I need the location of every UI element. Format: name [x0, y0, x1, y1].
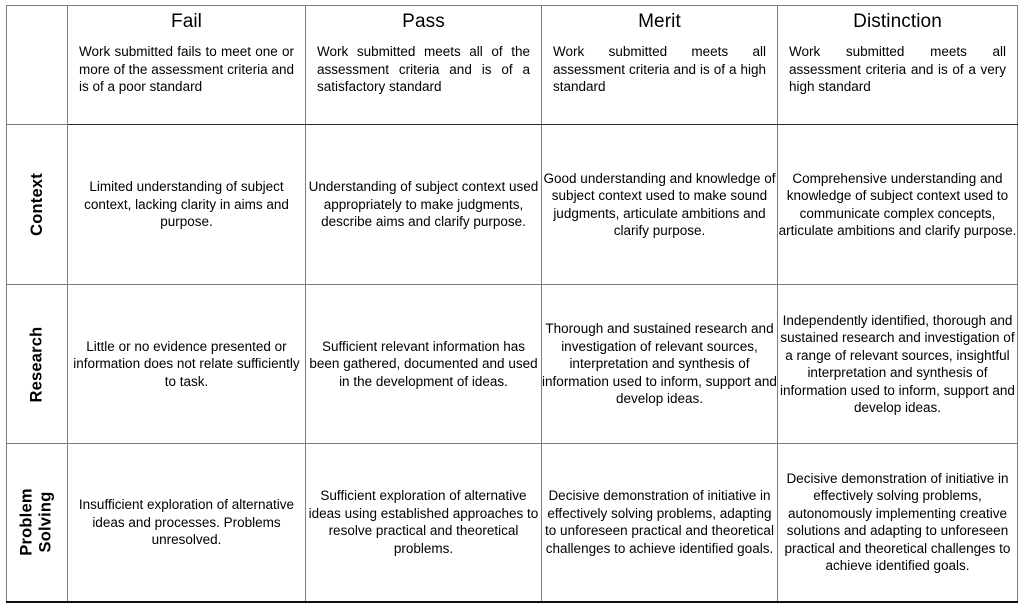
- cell-context-merit: Good understanding and knowledge of subj…: [541, 124, 778, 285]
- grade-title-fail: Fail: [170, 11, 202, 32]
- rubric-header-row: Fail Work submitted fails to meet one or…: [6, 5, 1018, 125]
- cell-text: Sufficient exploration of alternative id…: [308, 488, 539, 556]
- criterion-label-research: Research: [6, 284, 68, 444]
- grade-description-fail: Work submitted fails to meet one or more…: [79, 44, 294, 94]
- criterion-label-text: Research: [27, 326, 46, 402]
- cell-research-fail: Little or no evidence presented or infor…: [67, 284, 306, 444]
- grade-column-merit: Merit Work submitted meets all assessmen…: [541, 5, 778, 125]
- cell-text: Thorough and sustained research and inve…: [542, 321, 777, 407]
- cell-text: Limited understanding of subject context…: [84, 179, 289, 230]
- grade-column-pass: Pass Work submitted meets all of the ass…: [305, 5, 542, 125]
- cell-research-distinction: Independently identified, thorough and s…: [777, 284, 1018, 444]
- grade-column-fail: Fail Work submitted fails to meet one or…: [67, 5, 306, 125]
- criterion-label-problem-solving: Problem Solving: [6, 443, 68, 603]
- grade-description-merit: Work submitted meets all assessment crit…: [553, 44, 766, 94]
- grade-description-distinction: Work submitted meets all assessment crit…: [789, 44, 1006, 94]
- assessment-rubric-table: Fail Work submitted fails to meet one or…: [6, 5, 1018, 603]
- table-row: Research Little or no evidence presented…: [6, 284, 1018, 444]
- header-corner-blank: [6, 5, 68, 125]
- grade-title-distinction: Distinction: [853, 11, 942, 32]
- grade-head-fail: Fail Work submitted fails to meet one or…: [68, 6, 305, 124]
- grade-head-merit: Merit Work submitted meets all assessmen…: [542, 6, 777, 124]
- rubric-table-container: Fail Work submitted fails to meet one or…: [6, 5, 1018, 603]
- cell-text: Decisive demonstration of initiative in …: [545, 488, 774, 556]
- criterion-label-context: Context: [6, 124, 68, 285]
- cell-text: Understanding of subject context used ap…: [308, 179, 539, 230]
- cell-text: Good understanding and knowledge of subj…: [543, 170, 776, 239]
- cell-text: Little or no evidence presented or infor…: [73, 338, 300, 389]
- cell-context-distinction: Comprehensive understanding and knowledg…: [777, 124, 1018, 285]
- cell-problem-solving-merit: Decisive demonstration of initiative in …: [541, 443, 778, 603]
- cell-text: Insufficient exploration of alternative …: [78, 497, 295, 547]
- cell-text: Independently identified, thorough and s…: [780, 312, 1015, 416]
- grade-head-pass: Pass Work submitted meets all of the ass…: [306, 6, 541, 124]
- criterion-label-rotator: Problem Solving: [7, 444, 67, 601]
- cell-text: Sufficient relevant information has been…: [309, 338, 538, 389]
- criterion-label-text: Problem Solving: [18, 488, 56, 556]
- cell-research-merit: Thorough and sustained research and inve…: [541, 284, 778, 444]
- criterion-label-text: Context: [27, 173, 46, 236]
- cell-problem-solving-fail: Insufficient exploration of alternative …: [67, 443, 306, 603]
- criterion-label-rotator: Research: [7, 285, 67, 443]
- table-row: Context Limited understanding of subject…: [6, 124, 1018, 285]
- criterion-label-rotator: Context: [7, 125, 67, 284]
- grade-title-pass: Pass: [402, 11, 445, 32]
- cell-context-fail: Limited understanding of subject context…: [67, 124, 306, 285]
- table-row: Problem Solving Insufficient exploration…: [6, 443, 1018, 603]
- cell-text: Comprehensive understanding and knowledg…: [778, 170, 1017, 239]
- cell-research-pass: Sufficient relevant information has been…: [305, 284, 542, 444]
- cell-problem-solving-pass: Sufficient exploration of alternative id…: [305, 443, 542, 603]
- cell-problem-solving-distinction: Decisive demonstration of initiative in …: [777, 443, 1018, 603]
- cell-context-pass: Understanding of subject context used ap…: [305, 124, 542, 285]
- grade-column-distinction: Distinction Work submitted meets all ass…: [777, 5, 1018, 125]
- cell-text: Decisive demonstration of initiative in …: [784, 470, 1011, 574]
- grade-title-merit: Merit: [638, 11, 681, 32]
- grade-description-pass: Work submitted meets all of the assessme…: [317, 44, 530, 94]
- grade-head-distinction: Distinction Work submitted meets all ass…: [778, 6, 1017, 124]
